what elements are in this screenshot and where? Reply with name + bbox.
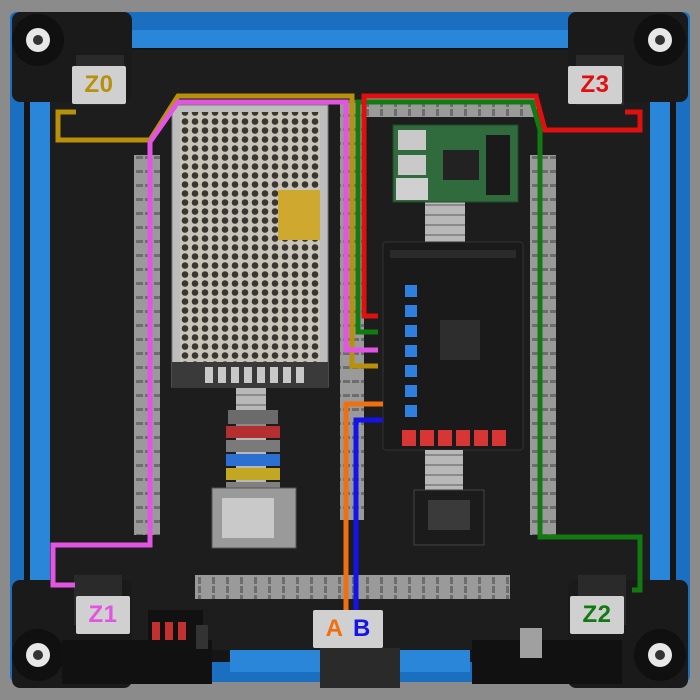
- label-z1: Z1: [76, 596, 130, 634]
- wire-z1: [50, 99, 378, 588]
- raspberry-pi: [392, 124, 519, 250]
- label-a: A: [325, 615, 343, 642]
- fuse-switch-module: [148, 610, 208, 655]
- label-z2: Z2: [570, 596, 624, 634]
- label-z0: Z0: [72, 66, 126, 104]
- wire-z3: [361, 93, 643, 319]
- controller-board: [382, 241, 524, 451]
- power-supply: [171, 104, 329, 388]
- label-b: B: [353, 615, 371, 642]
- wire-overlay: [50, 93, 643, 612]
- wire-b: [353, 417, 383, 612]
- corner-bottom-right: [472, 575, 688, 688]
- wire-z2: [355, 99, 643, 593]
- right-din-rail-assembly: [413, 450, 485, 546]
- label-z3: Z3: [568, 66, 622, 104]
- cable-exit: [320, 628, 542, 688]
- wire-a: [343, 401, 383, 612]
- left-din-rail-assembly: [211, 388, 297, 549]
- label-ab: A B: [313, 610, 383, 648]
